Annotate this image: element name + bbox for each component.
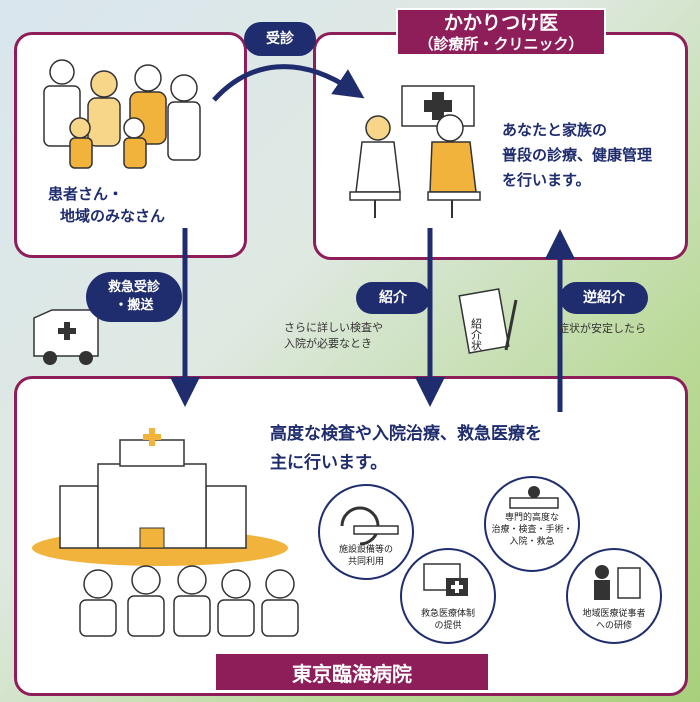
mri-scanner-icon [340, 506, 399, 546]
feature-label-line: 入院・救急 [509, 537, 555, 547]
clinic-title: かかりつけ医 [443, 12, 559, 34]
feature-label-line: 地域医療従事者 [582, 609, 646, 619]
reverse-referral-note: 症状が安定したら [558, 322, 646, 335]
referral-letter-label: 紹介状 [470, 318, 483, 351]
hospital-staff-illustration [79, 565, 299, 637]
feature-label-line: 共同利用 [347, 557, 384, 567]
emergency-label: 救急受診 ・搬送 [86, 272, 182, 322]
feature-emergency-system: 救急医療体制 の提供 [400, 548, 496, 644]
surgery-icon [509, 486, 559, 509]
referral-note-line: 入院が必要なとき [284, 337, 372, 350]
ambulance-icon [33, 309, 99, 365]
hospital-name-badge: 東京臨海病院 [214, 652, 490, 692]
hospital-description-line: 高度な検査や入院治療、救急医療を [270, 424, 542, 444]
patients-label-line: 地域のみなさん [60, 207, 166, 225]
emergency-label-line: ・搬送 [114, 298, 154, 313]
reverse-referral-label: 逆紹介 [560, 282, 648, 314]
feature-label-line: の提供 [434, 621, 462, 631]
hospital-description: 高度な検査や入院治療、救急医療を 主に行います。 [270, 420, 542, 478]
trainer-icon [594, 565, 641, 600]
family-illustration [43, 59, 201, 169]
feature-label-line: への研修 [595, 621, 632, 631]
feature-shared-facilities: 施設設備等の 共同利用 [318, 484, 414, 580]
emergency-label-line: 救急受診 [107, 280, 160, 295]
clinic-description-line: を行います。 [502, 171, 591, 189]
clinic-illustration [349, 85, 481, 218]
patients-label: 患者さん・ 地域のみなさん [48, 183, 165, 227]
feature-label-line: 治療・検査・手術・ [491, 525, 573, 535]
hospital-building-illustration [32, 428, 288, 566]
visit-label: 受診 [244, 22, 316, 56]
referral-note: さらに詳しい検査や 入院が必要なとき [284, 320, 383, 352]
feature-label-line: 施設設備等の [338, 545, 393, 555]
clinic-description-line: 普段の診療、健康管理 [502, 146, 653, 164]
visit-arrow [212, 64, 365, 102]
feature-label-line: 専門的高度な [504, 513, 559, 523]
referral-letter-icon [458, 288, 518, 354]
clinic-description: あなたと家族の 普段の診療、健康管理 を行います。 [502, 118, 652, 193]
clinic-subtitle: （診療所・クリニック） [418, 35, 584, 53]
feature-label-line: 救急医療体制 [420, 609, 475, 619]
feature-training: 地域医療従事者 への研修 [566, 548, 662, 644]
patients-label-line: 患者さん・ [48, 185, 124, 203]
feature-advanced-care: 専門的高度な 治療・検査・手術・ 入院・救急 [484, 476, 580, 572]
hospital-description-line: 主に行います。 [270, 453, 388, 473]
clinic-description-line: あなたと家族の [502, 121, 608, 139]
hospital-bed-icon [423, 563, 468, 596]
clinic-title-badge: かかりつけ医 （診療所・クリニック） [396, 8, 606, 56]
referral-note-line: さらに詳しい検査や [284, 321, 383, 334]
referral-label: 紹介 [356, 282, 430, 314]
